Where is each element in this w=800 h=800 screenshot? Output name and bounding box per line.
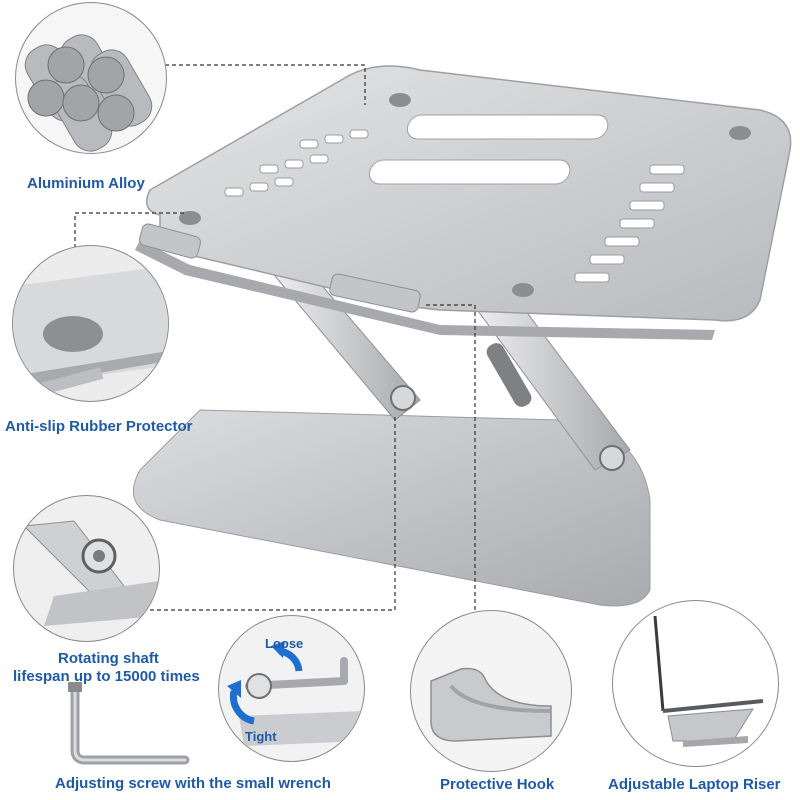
aluminium-rods-circle	[15, 2, 167, 154]
laptop-riser-circle	[612, 600, 779, 767]
laptop-icon	[653, 615, 665, 712]
tight-arrow-icon	[229, 690, 255, 725]
metal-rods-icon	[24, 34, 153, 152]
label-loose: Loose	[265, 636, 304, 651]
hex-wrench-icon	[68, 682, 190, 765]
callout-lines	[74, 64, 476, 611]
label-adjustable-riser: Adjustable Laptop Riser	[608, 776, 781, 793]
label-tight: Tight	[245, 729, 277, 744]
hook-right	[329, 273, 421, 313]
rubber-pad-icon	[43, 316, 103, 352]
rotating-shaft-circle	[13, 495, 160, 642]
label-rotating-shaft-2: lifespan up to 15000 times	[13, 668, 200, 685]
anti-slip-pad-circle	[12, 245, 169, 402]
hook-left	[139, 223, 201, 259]
protective-hook-circle	[410, 610, 572, 772]
label-adjusting-screw: Adjusting screw with the small wrench	[55, 775, 331, 792]
label-anti-slip-protector: Anti-slip Rubber Protector	[5, 418, 193, 435]
arm-slot	[486, 343, 532, 407]
stand-top-plate	[145, 65, 792, 322]
pivot-right	[599, 445, 625, 471]
label-rotating-shaft-1: Rotating shaft	[58, 650, 159, 667]
loose-tight-circle	[218, 615, 365, 762]
pivot-left	[390, 385, 416, 411]
label-protective-hook: Protective Hook	[440, 776, 555, 793]
label-aluminium-alloy: Aluminium Alloy	[27, 175, 145, 192]
rubber-pads	[179, 93, 751, 297]
riser-icon	[667, 708, 754, 742]
